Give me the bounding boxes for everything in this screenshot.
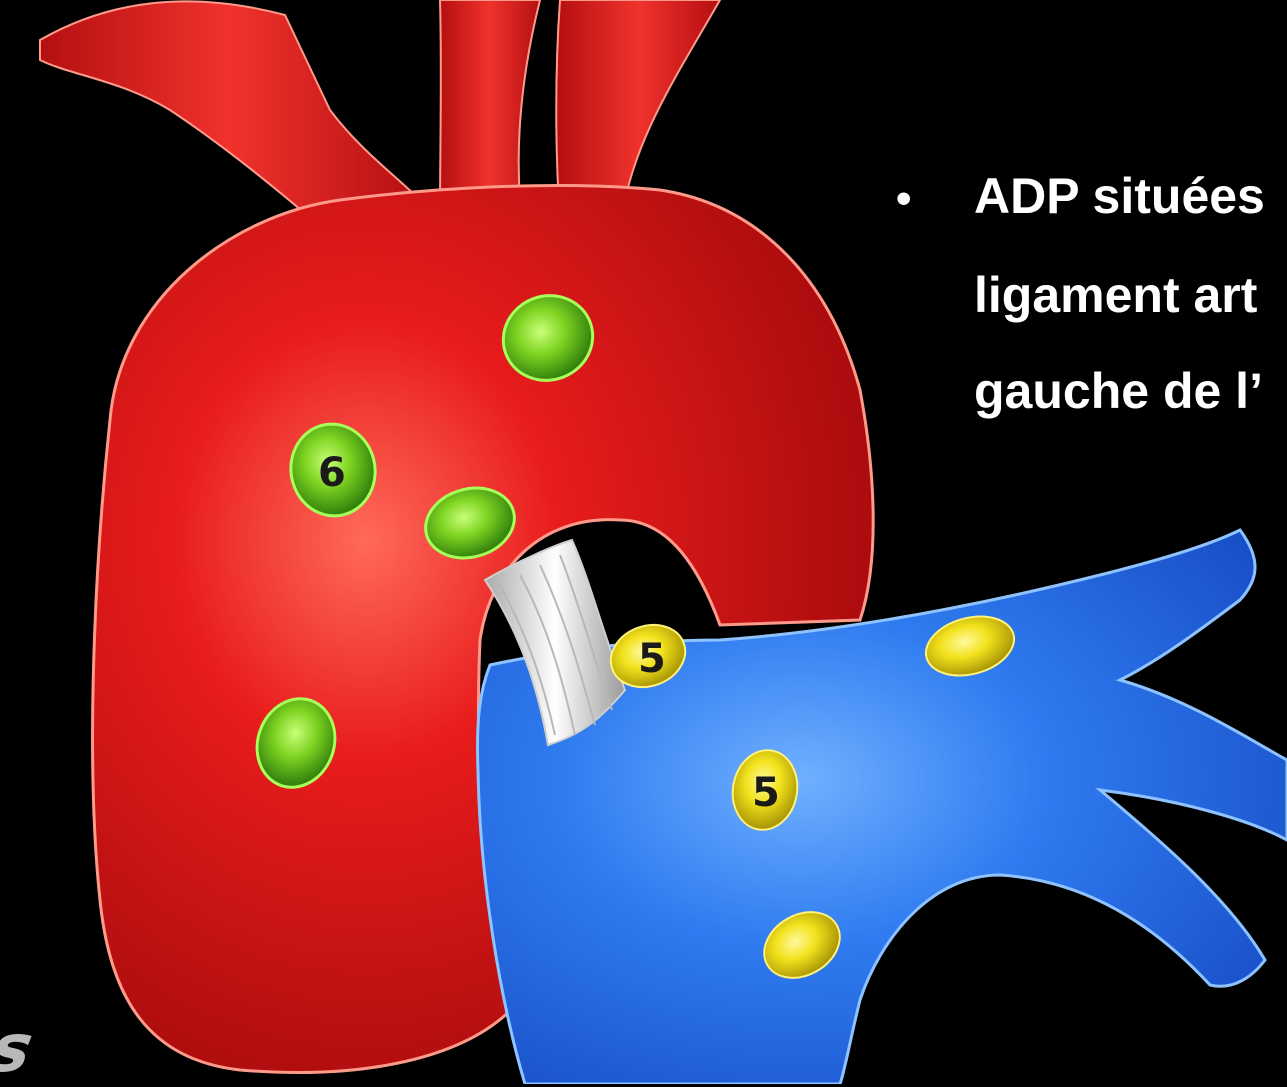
bullet-list: •ADP situées ligament art gauche de l’: [896, 148, 1265, 439]
bullet-line-2: ligament art: [896, 247, 1265, 343]
node-label-6: 6: [318, 450, 346, 496]
bullet-item: •ADP situées ligament art gauche de l’: [896, 148, 1265, 439]
bullet-marker: •: [896, 151, 974, 247]
bullet-line-3: gauche de l’: [896, 343, 1265, 439]
node-label-5-pulmonary: 5: [752, 770, 780, 816]
bullet-line-1: ADP situées: [974, 168, 1265, 224]
node-label-5-ligament: 5: [638, 636, 666, 682]
